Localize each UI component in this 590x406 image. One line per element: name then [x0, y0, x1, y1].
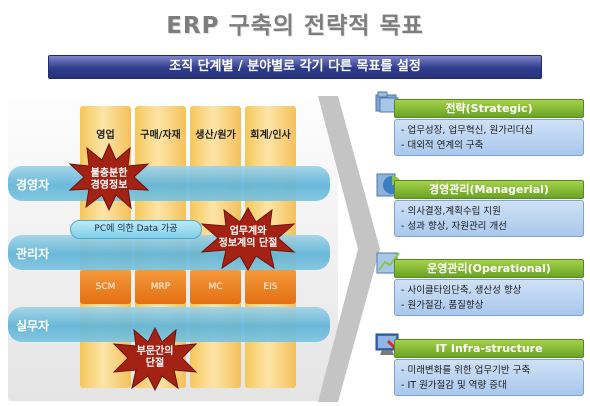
- goal-item: - 성과 향상, 자원관리 개선: [401, 221, 507, 232]
- goal-title-strategic: 전략(Strategic): [394, 99, 584, 118]
- burst-bottom-icon: [112, 326, 198, 392]
- goal-item: - 미래변화를 위한 업무기반 구축: [401, 365, 531, 376]
- data-processing-pill: PC에 의한 Data 가공: [70, 220, 202, 239]
- level-label: 실무자: [16, 319, 50, 333]
- level-label: 관리자: [16, 247, 50, 261]
- callout-line: 경영정보: [90, 180, 128, 191]
- burst-right-icon: [200, 206, 296, 272]
- goal-item: - 사이클타임단축, 생산성 향상: [401, 285, 522, 296]
- pillar-label: 영업: [96, 130, 115, 141]
- goal-title-managerial: 경영관리(Managerial): [394, 180, 584, 199]
- system-box-scm: SCM: [80, 270, 131, 304]
- system-box-eis: EIS: [245, 270, 296, 304]
- system-box-mrp: MRP: [135, 270, 186, 304]
- goal-body-strategic: - 업무성장, 업무혁신, 원가리더십 - 대외적 연계의 구축: [394, 119, 584, 156]
- system-box-mc: MC: [190, 270, 241, 304]
- goal-title-infra: IT Infra-structure: [394, 339, 584, 358]
- goal-title-operational: 운영관리(Operational): [394, 259, 584, 278]
- goal-body-infra: - 미래변화를 위한 업무기반 구축 - IT 원가절감 및 역량 증대: [394, 359, 584, 396]
- goal-body-operational: - 사이클타임단축, 생산성 향상 - 원가절감, 품질향상: [394, 279, 584, 316]
- callout-line: 정보계의 단절: [218, 238, 278, 249]
- pillar-label: 구매/자재: [140, 130, 181, 141]
- burst-top-icon: [68, 142, 150, 212]
- folder-icon: [375, 91, 399, 113]
- goal-item: - IT 원가절감 및 역량 증대: [401, 380, 507, 391]
- callout-line: 불충분한: [90, 168, 128, 179]
- subtitle-banner: 조직 단계별 / 분야별로 각기 다른 목표를 설정: [48, 55, 542, 79]
- goal-item: - 원가절감, 품질향상: [401, 300, 484, 311]
- callout-line: 업무계와: [229, 226, 267, 237]
- callout-right: 업무계와 정보계의 단절: [208, 226, 288, 250]
- callout-top: 불충분한 경영정보: [78, 168, 140, 192]
- level-band-executive: [8, 166, 330, 201]
- pillar-label: 회계/인사: [250, 130, 291, 141]
- callout-line: 단절: [145, 358, 165, 369]
- goal-item: - 의사결정,계획수립 지원: [401, 206, 501, 217]
- goal-body-managerial: - 의사결정,계획수립 지원 - 성과 향상, 자원관리 개선: [394, 200, 584, 237]
- goal-item: - 업무성장, 업무혁신, 원가리더십: [401, 125, 534, 136]
- callout-line: 부문간의: [136, 346, 174, 357]
- pillar-label: 생산/원가: [195, 130, 236, 141]
- chevron-right-icon: [318, 96, 380, 402]
- callout-bottom: 부문간의 단절: [120, 346, 190, 370]
- goal-item: - 대외적 연계의 구축: [401, 140, 484, 151]
- page-title: ERP 구축의 전략적 목표: [166, 13, 424, 39]
- level-label: 경영자: [16, 178, 50, 192]
